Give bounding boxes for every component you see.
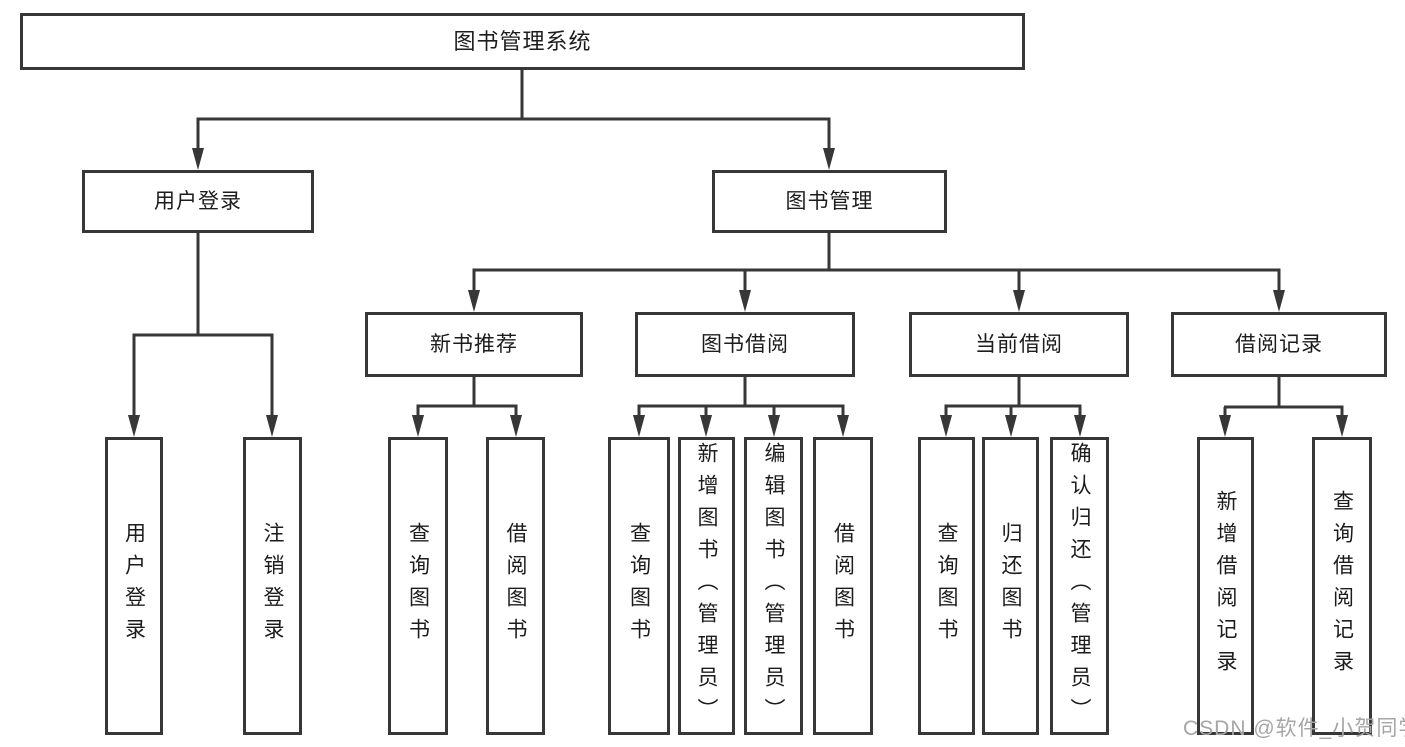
leaf-user-login: 用户登录	[105, 437, 163, 735]
leaf-borrow-books-recommend: 借阅图书	[486, 437, 545, 735]
node-label: 用户登录	[154, 190, 242, 213]
node-user-login: 用户登录	[82, 170, 314, 233]
node-borrowing-records: 借阅记录	[1171, 312, 1387, 377]
arrowhead	[468, 290, 480, 312]
leaf-label: 新增借阅记录	[1214, 490, 1237, 682]
leaf-label: 查询图书	[406, 522, 430, 650]
leaf-query-books-borrowing: 查询图书	[608, 437, 670, 735]
arrowhead	[510, 415, 522, 437]
leaf-add-book-admin: 新增图书（管理员）	[678, 437, 735, 735]
arrowhead	[837, 415, 849, 437]
leaf-label: 编辑图书（管理员）	[762, 442, 785, 730]
node-new-book-recommend: 新书推荐	[365, 312, 583, 377]
leaf-label: 查询图书	[627, 522, 651, 650]
node-book-borrowing: 图书借阅	[635, 312, 855, 377]
arrowhead	[1219, 415, 1231, 437]
arrowhead	[940, 415, 952, 437]
node-label: 借阅记录	[1235, 333, 1323, 356]
leaf-label: 借阅图书	[831, 522, 855, 650]
arrowhead	[700, 415, 712, 437]
arrowhead	[412, 415, 424, 437]
leaf-edit-book-admin: 编辑图书（管理员）	[744, 437, 803, 735]
node-book-management: 图书管理	[712, 170, 947, 233]
leaf-return-book: 归还图书	[982, 437, 1039, 735]
leaf-label: 确认归还（管理员）	[1068, 442, 1091, 730]
node-label: 图书管理	[785, 190, 874, 213]
leaf-borrow-books-borrowing: 借阅图书	[813, 437, 873, 735]
arrowhead	[633, 415, 645, 437]
node-root-system: 图书管理系统	[20, 13, 1025, 70]
leaf-query-books-current: 查询图书	[918, 437, 975, 735]
arrowhead	[1005, 415, 1017, 437]
leaf-logout: 注销登录	[243, 437, 302, 735]
arrowhead	[192, 148, 204, 170]
arrowhead	[1273, 290, 1285, 312]
arrowhead	[823, 148, 835, 170]
arrowhead	[128, 415, 140, 437]
arrowhead	[1336, 415, 1348, 437]
node-root-label: 图书管理系统	[453, 28, 592, 54]
node-current-borrowing: 当前借阅	[909, 312, 1129, 377]
leaf-label: 查询借阅记录	[1330, 490, 1354, 682]
csdn-watermark: CSDN @软件_小贺同学	[1183, 717, 1405, 740]
leaf-add-borrow-record: 新增借阅记录	[1197, 437, 1254, 735]
arrowhead	[739, 290, 751, 312]
arrowhead	[1013, 290, 1025, 312]
leaf-label: 查询图书	[935, 522, 958, 650]
leaf-label: 归还图书	[999, 522, 1022, 650]
leaf-query-borrow-record: 查询借阅记录	[1312, 437, 1372, 735]
node-label: 图书借阅	[701, 333, 789, 356]
leaf-label: 用户登录	[122, 522, 146, 650]
arrowhead	[266, 415, 278, 437]
leaf-query-books-recommend: 查询图书	[388, 437, 448, 735]
leaf-label: 新增图书（管理员）	[695, 442, 718, 730]
arrowhead	[768, 415, 780, 437]
node-label: 新书推荐	[430, 333, 518, 356]
leaf-label: 借阅图书	[504, 522, 527, 650]
leaf-confirm-return-admin: 确认归还（管理员）	[1050, 437, 1109, 735]
node-label: 当前借阅	[975, 333, 1063, 356]
arrowhead	[1074, 415, 1086, 437]
leaf-label: 注销登录	[261, 522, 284, 650]
